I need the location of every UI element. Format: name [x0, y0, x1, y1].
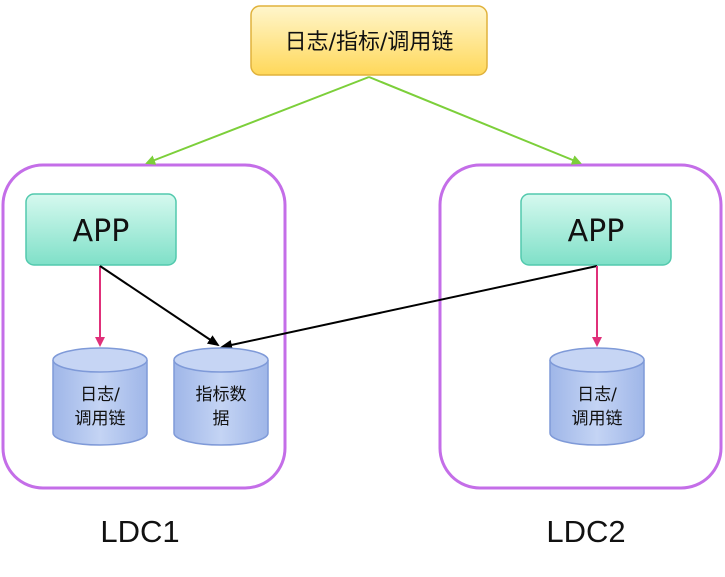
ldc1-metrics-db-line2: 据 — [213, 409, 230, 429]
top-box-label: 日志/指标/调用链 — [285, 30, 454, 55]
ldc2-logs-db-line1: 日志/ — [577, 385, 617, 405]
arrow-ldc1-app-to-metrics — [99, 265, 220, 347]
ldc1-metrics-db-line1: 指标数 — [196, 385, 247, 405]
ldc1-metrics-database: 指标数 据 — [173, 347, 269, 446]
arrow-top-to-ldc2 — [368, 76, 582, 165]
ldc2-app-label: APP — [568, 214, 625, 249]
arrow-ldc2-app-to-ldc1-metrics — [220, 265, 598, 350]
ldc1-app-label: APP — [73, 214, 130, 249]
ldc2-logs-db-line2: 调用链 — [572, 409, 623, 429]
ldc1-logs-db-line2: 调用链 — [75, 409, 126, 429]
ldc2-label: LDC2 — [546, 514, 625, 549]
ldc2-logs-database: 日志/ 调用链 — [549, 347, 645, 446]
ldc2-app-box: APP — [520, 193, 672, 266]
ldc1-logs-db-line1: 日志/ — [80, 385, 120, 405]
ldc1-app-box: APP — [25, 193, 177, 266]
ldc1-label: LDC1 — [100, 514, 179, 549]
top-source-box: 日志/指标/调用链 — [250, 5, 488, 76]
arrow-top-to-ldc1 — [145, 76, 370, 165]
ldc1-logs-database: 日志/ 调用链 — [52, 347, 148, 446]
